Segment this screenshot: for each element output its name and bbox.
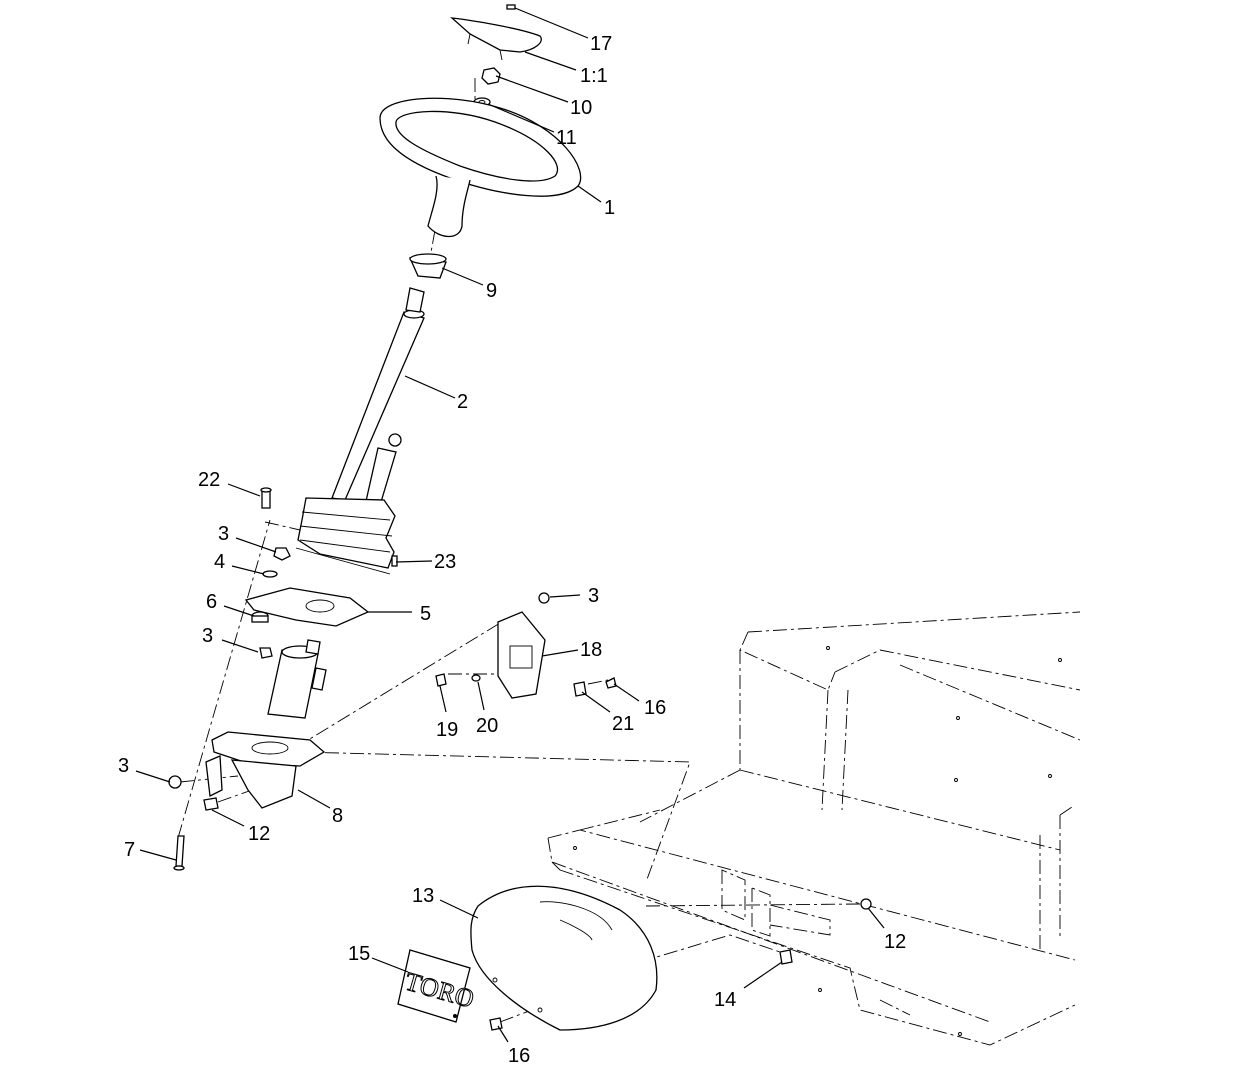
callout-12-left: 12 [248, 823, 270, 845]
callout-1-1: 1:1 [580, 65, 608, 87]
callout-13: 13 [412, 885, 434, 907]
steering-wheel-part [379, 97, 582, 238]
column-hardware-part [251, 547, 291, 659]
lower-hardware-part [489, 898, 872, 1031]
callout-20: 20 [476, 715, 498, 737]
callout-9: 9 [486, 280, 497, 302]
callout-labels: 17 1:1 10 11 1 9 2 22 3 23 4 6 5 3 3 18 … [118, 33, 906, 1067]
callout-16-lower: 16 [508, 1045, 530, 1067]
callout-3-plate: 3 [588, 585, 599, 607]
bracket-fasteners-part [168, 775, 219, 871]
callout-19: 19 [436, 719, 458, 741]
callout-3-upper: 3 [218, 523, 229, 545]
callout-14: 14 [714, 989, 736, 1011]
callout-23: 23 [434, 551, 456, 573]
motor-part [267, 639, 327, 719]
callout-11: 11 [556, 127, 577, 149]
callout-2: 2 [457, 391, 468, 413]
callout-1: 1 [604, 197, 615, 219]
callout-8: 8 [332, 805, 343, 827]
console-cover-part [470, 885, 658, 1031]
callout-17: 17 [590, 33, 612, 55]
column-boot-part [295, 497, 396, 575]
callout-5: 5 [420, 603, 431, 625]
callout-3-lower: 3 [118, 755, 129, 777]
toro-decal-part: TORO [397, 949, 478, 1023]
callout-6: 6 [206, 591, 217, 613]
upper-plate-part [244, 587, 370, 627]
callout-10: 10 [570, 97, 592, 119]
mount-plate-part [497, 592, 550, 699]
steering-column-part [331, 287, 425, 513]
nut-washer-part [473, 67, 501, 107]
hub-cap-part [450, 4, 542, 61]
callout-4: 4 [214, 551, 225, 573]
frame-phantom [547, 611, 1081, 1046]
leader-lines [135, 7, 885, 1043]
callout-12-right: 12 [884, 931, 906, 953]
callout-3-motor: 3 [202, 625, 213, 647]
callout-22: 22 [198, 469, 220, 491]
small-fasteners-part [260, 487, 398, 567]
callout-16-upper: 16 [644, 697, 666, 719]
callout-7: 7 [124, 839, 135, 861]
lower-bracket-part [205, 731, 326, 809]
callout-15: 15 [348, 943, 370, 965]
callout-21: 21 [612, 713, 634, 735]
callout-18: 18 [580, 639, 602, 661]
bushing-part [408, 253, 447, 279]
